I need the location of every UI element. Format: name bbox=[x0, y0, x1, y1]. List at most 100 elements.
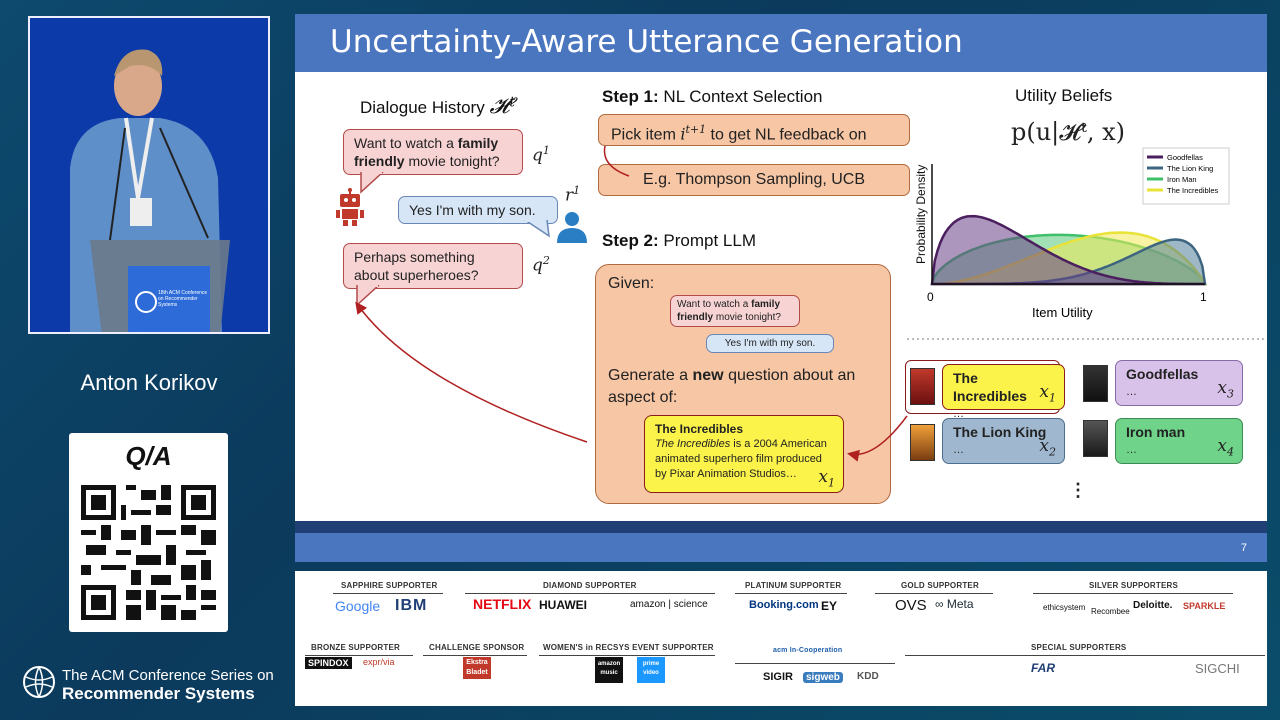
incredibles-poster[interactable] bbox=[910, 368, 935, 405]
step2-bold: Step 2: bbox=[602, 231, 659, 250]
ibm-logo[interactable]: IBM bbox=[395, 597, 428, 614]
ovs-logo[interactable]: OVS bbox=[895, 597, 927, 614]
ekstra-bladet-logo[interactable]: Ekstra Bladet bbox=[463, 657, 491, 679]
netflix-logo[interactable]: NETFLIX bbox=[473, 596, 532, 612]
q2-bubble-tail bbox=[356, 285, 380, 307]
step2-header: Step 2: Prompt LLM bbox=[602, 231, 756, 251]
platinum-label: PLATINUM SUPPORTER bbox=[745, 581, 842, 590]
women-divider bbox=[539, 655, 715, 656]
legend-entry: The Incredibles bbox=[1167, 186, 1219, 195]
mini-q-bold-1: family bbox=[751, 299, 781, 310]
generate-bold: new bbox=[692, 367, 724, 384]
step2-label: Prompt LLM bbox=[658, 231, 756, 250]
huawei-logo[interactable]: HUAWEI bbox=[539, 598, 587, 612]
qr-code-icon[interactable] bbox=[81, 485, 216, 620]
slide-header: Uncertainty-Aware Utterance Generation bbox=[295, 14, 1267, 72]
special-divider bbox=[905, 655, 1265, 656]
far-logo[interactable]: FAR bbox=[1031, 661, 1055, 675]
sapphire-divider bbox=[333, 593, 443, 594]
item-card-iron-man[interactable]: Iron man … x4 bbox=[1115, 418, 1243, 464]
item-var-x: x bbox=[1217, 377, 1227, 398]
item-desc-sub: 1 bbox=[828, 476, 835, 489]
meta-logo[interactable]: ∞ Meta bbox=[935, 597, 974, 611]
platinum-divider bbox=[735, 593, 847, 594]
amazon-music-logo[interactable]: amazon music bbox=[595, 657, 623, 683]
item-card-var: x1 bbox=[1039, 383, 1056, 407]
spindox-logo[interactable]: SPINDOX bbox=[305, 657, 352, 669]
r1-var: r bbox=[565, 185, 574, 206]
acm-in-cooperation-label: acm In-Cooperation bbox=[773, 647, 843, 654]
thompson-sampling-box: E.g. Thompson Sampling, UCB bbox=[598, 164, 910, 196]
q2-var: q bbox=[532, 255, 543, 276]
slide-footer-bar bbox=[295, 521, 1267, 533]
mini-response-bubble: Yes I'm with my son. bbox=[706, 334, 834, 353]
item-var-sub: 1 bbox=[1049, 391, 1056, 404]
qa-card: Q/A bbox=[69, 433, 228, 632]
booking-logo[interactable]: Booking.com bbox=[749, 599, 819, 611]
given-label: Given: bbox=[608, 275, 655, 292]
iron-man-poster[interactable] bbox=[1083, 420, 1108, 457]
speaker-video: 18th ACM Conference on Recommender Syste… bbox=[28, 16, 270, 334]
item-card-incredibles[interactable]: The Incredibles … x1 bbox=[942, 364, 1065, 420]
legend-entry: The Lion King bbox=[1167, 164, 1213, 173]
sigchi-logo[interactable]: SIGCHI bbox=[1195, 661, 1240, 676]
mini-question-bubble: Want to watch a family friendly movie to… bbox=[670, 295, 800, 327]
chart-x-tick-0: 0 bbox=[927, 290, 934, 304]
item-card-title: Iron man bbox=[1126, 424, 1186, 440]
prime-video-logo[interactable]: prime video bbox=[637, 657, 665, 683]
history-sup: t bbox=[509, 94, 515, 111]
item-card-lion-king[interactable]: The Lion King … x2 bbox=[942, 418, 1065, 464]
women-in-recsys-label: WOMEN'S in RECSYS EVENT SUPPORTER bbox=[543, 643, 714, 652]
q1-sup: 1 bbox=[542, 144, 550, 157]
item-var-x: x bbox=[1039, 435, 1049, 456]
conference-series-text: The ACM Conference Series on bbox=[62, 667, 274, 684]
legend-entry: Goodfellas bbox=[1167, 153, 1203, 162]
r1-variable: r1 bbox=[565, 184, 580, 206]
diamond-label: DIAMOND SUPPORTER bbox=[543, 581, 637, 590]
q1-bold-2: friendly bbox=[354, 153, 405, 169]
diamond-divider bbox=[465, 593, 715, 594]
q1-text-pre: Want to watch a bbox=[354, 135, 458, 151]
item-description-card: The Incredibles The Incredibles is a 200… bbox=[644, 415, 844, 493]
silver-divider bbox=[1033, 593, 1233, 594]
response-1-bubble: Yes I'm with my son. bbox=[398, 196, 558, 224]
chart-series-group bbox=[930, 214, 1208, 286]
ey-logo[interactable]: EY bbox=[821, 599, 838, 613]
sparkle-logo[interactable]: SPARKLE bbox=[1183, 601, 1226, 611]
item-description-title: The Incredibles bbox=[655, 422, 744, 436]
q1-text-post: movie tonight? bbox=[404, 153, 500, 169]
special-supporters-label: SPECIAL SUPPORTERS bbox=[1031, 643, 1127, 652]
generate-post: question about an aspect of: bbox=[608, 367, 856, 406]
item-var-sub: 2 bbox=[1049, 445, 1056, 458]
lion-king-poster[interactable] bbox=[910, 424, 935, 461]
gold-label: GOLD SUPPORTER bbox=[901, 581, 979, 590]
question-1-bubble: Want to watch a family friendly movie to… bbox=[343, 129, 523, 175]
deloitte-logo[interactable]: Deloitte. bbox=[1133, 600, 1173, 611]
sigir-logo[interactable]: SIGIR bbox=[763, 671, 793, 683]
ethicsystem-logo[interactable]: ethicsystem bbox=[1043, 603, 1086, 612]
google-logo[interactable]: Google bbox=[335, 598, 381, 614]
goodfellas-poster[interactable] bbox=[1083, 365, 1108, 402]
sigweb-logo[interactable]: sigweb bbox=[803, 672, 843, 683]
sponsor-strip: SAPPHIRE SUPPORTER Google IBM DIAMOND SU… bbox=[295, 571, 1267, 706]
amazon-science-logo[interactable]: amazon | science bbox=[630, 599, 708, 610]
legend-entry: Iron Man bbox=[1167, 175, 1197, 184]
utility-beliefs-title: Utility Beliefs bbox=[1015, 86, 1113, 105]
item-card-goodfellas[interactable]: Goodfellas … x3 bbox=[1115, 360, 1243, 406]
dialogue-history-label: Dialogue History bbox=[360, 98, 485, 117]
item-card-dots: … bbox=[953, 408, 964, 420]
mini-q-post: movie tonight? bbox=[713, 312, 781, 323]
q2-variable: q2 bbox=[532, 254, 550, 276]
kdd-logo[interactable]: KDD bbox=[857, 671, 879, 682]
step1-label: NL Context Selection bbox=[658, 87, 823, 106]
qa-label: Q/A bbox=[125, 441, 172, 471]
mini-q-pre: Want to watch a bbox=[677, 299, 752, 310]
sapphire-label: SAPPHIRE SUPPORTER bbox=[341, 581, 438, 590]
slide-page-number: 7 bbox=[1240, 542, 1247, 554]
item-card-title: Goodfellas bbox=[1126, 366, 1199, 382]
robot-icon bbox=[336, 188, 364, 226]
exprivia-logo[interactable]: expr/via bbox=[363, 657, 395, 667]
recombee-logo[interactable]: Recombee bbox=[1091, 607, 1130, 616]
chart-x-tick-1: 1 bbox=[1200, 290, 1207, 304]
prompt-box: Given: Want to watch a family friendly m… bbox=[595, 264, 891, 504]
